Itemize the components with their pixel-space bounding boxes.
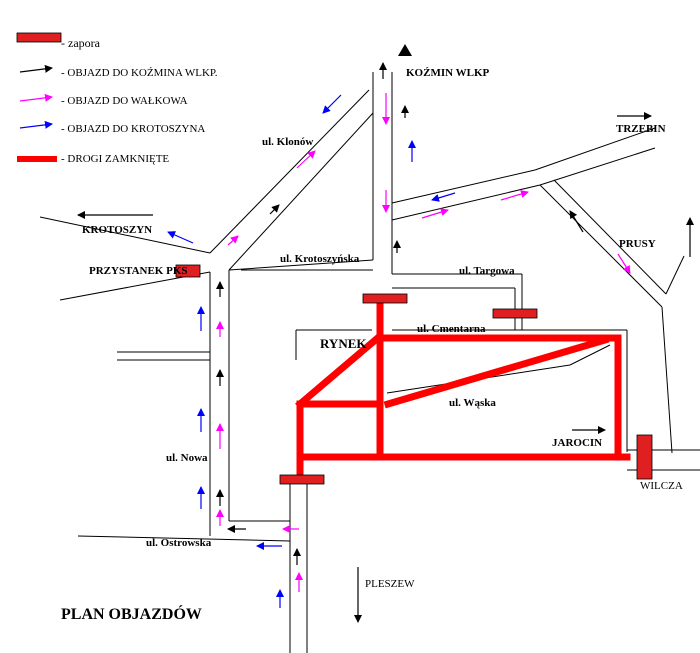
legend-closed-swatch: [17, 156, 57, 162]
label-prusy: PRUSY: [619, 238, 656, 250]
label-trzebin: TRZEBIN: [616, 123, 666, 135]
legend-closed-label: - DROGI ZAMKNIĘTE: [61, 153, 169, 165]
direction-arrows: [77, 44, 694, 623]
label-rynek: RYNEK: [320, 336, 367, 351]
label-nowa: ul. Nowa: [166, 452, 208, 464]
detour-arrows-kozmin: [216, 62, 584, 565]
legend-barrier-label: - zapora: [61, 36, 101, 50]
map-title: PLAN OBJAZDÓW: [61, 604, 202, 623]
detour-arrows-krotoszyn: [167, 94, 456, 608]
street-network: [39, 72, 700, 653]
label-przystanek: PRZYSTANEK PKS: [89, 265, 188, 277]
closed-roads: [295, 294, 631, 482]
barrier-wilcza: [636, 434, 653, 480]
barrier-nowa: [279, 474, 325, 485]
legend-walkowa-arrow: [19, 93, 53, 102]
legend-kozmin-arrow: [19, 64, 53, 73]
label-wilcza: WILCZA: [640, 480, 683, 492]
label-cmentarna: ul. Cmentarna: [417, 323, 486, 335]
label-ostrowska: ul. Ostrowska: [146, 537, 212, 549]
label-jarocin: JAROCIN: [552, 437, 602, 449]
legend-kozmin-label: - OBJAZD DO KOŹMINA WLKP.: [61, 67, 218, 79]
label-targowa: ul. Targowa: [459, 265, 515, 277]
legend: - zapora - OBJAZD DO KOŹMINA WLKP. - OBJ…: [16, 32, 218, 165]
detour-arrows-walkowa: [216, 93, 631, 592]
legend-walkowa-label: - OBJAZD DO WAŁKOWA: [61, 95, 188, 107]
label-waska: ul. Wąska: [449, 397, 496, 409]
label-pleszew: PLESZEW: [365, 578, 415, 590]
barrier-cmentarna: [492, 308, 538, 319]
label-krotoszyn: KROTOSZYN: [82, 224, 152, 236]
barrier-pks: [175, 264, 201, 278]
label-klonow: ul. Klonów: [262, 136, 313, 148]
label-krotoszynska: ul. Krotoszyńska: [280, 253, 360, 265]
legend-krotoszyn-arrow: [19, 120, 53, 129]
barriers: [175, 264, 653, 485]
map-labels: KOŹMIN WLKP TRZEBIN KROTOSZYN PRZYSTANEK…: [61, 67, 683, 623]
legend-krotoszyn-label: - OBJAZD DO KROTOSZYNA: [61, 123, 205, 135]
legend-barrier-swatch: [16, 32, 62, 43]
barrier-krotoszynska: [362, 293, 408, 304]
label-kozmin: KOŹMIN WLKP: [406, 67, 490, 79]
kozmin-north-arrow: [398, 44, 412, 56]
